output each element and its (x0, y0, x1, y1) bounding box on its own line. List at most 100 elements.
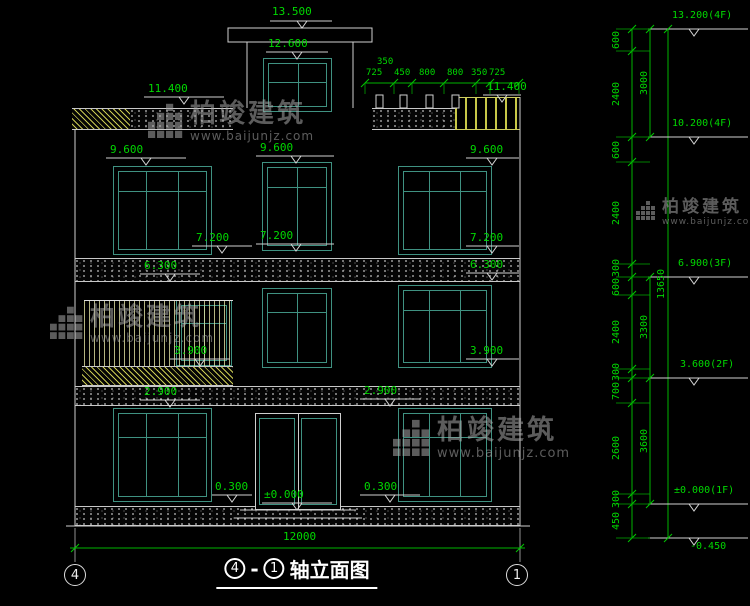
dim-label: 0.300 (364, 480, 398, 493)
dim-label: 13650 (656, 268, 667, 300)
watermark-url: www.baijunjz.com (90, 330, 215, 345)
dim-label: 600 (611, 277, 622, 297)
floor-slab-3f (75, 258, 520, 282)
marker-line (389, 78, 399, 88)
marker-line (439, 78, 449, 88)
baijun-logo-icon (50, 306, 83, 339)
marker-line (627, 46, 637, 56)
dim-label: 300 (611, 362, 622, 382)
watermark-url: www.baijunjz.com (437, 445, 571, 461)
marker-line (485, 78, 495, 88)
dim-label: 0.300 (215, 480, 249, 493)
dim-label: 9.600 (110, 143, 144, 156)
dim-label: 13.500 (272, 5, 312, 18)
marker-line (515, 543, 525, 553)
marker-line (627, 398, 637, 408)
level-triangle-icon (688, 28, 700, 37)
dim-label: 2400 (611, 319, 622, 345)
dim-label: 3300 (639, 314, 650, 340)
dim-label: ±0.000(1F) (674, 485, 735, 496)
marker-line (627, 259, 637, 269)
dim-label: 3600 (639, 428, 650, 454)
level-triangle-icon (688, 503, 700, 512)
plinth-band (75, 506, 520, 526)
dim-label: 6.900(3F) (678, 258, 733, 269)
entrance-door (255, 413, 341, 510)
dim-label: 725 (366, 68, 383, 78)
baijun-logo-icon (636, 201, 655, 220)
window-2f-right (398, 285, 492, 368)
balcony-slab-2f (82, 366, 233, 386)
dim-label: 11.400 (487, 80, 527, 93)
watermark-brand: 柏竣建筑 (662, 197, 742, 217)
window-3f-center (262, 162, 332, 251)
window-1f-left (113, 408, 212, 502)
dim-label: 800 (447, 68, 464, 78)
level-triangle-icon (296, 20, 308, 29)
watermark: 柏竣建筑 www.baijunjz.com (636, 198, 750, 227)
dim-label: 9.600 (470, 143, 504, 156)
marker-line (645, 373, 655, 383)
watermark: 柏竣建筑 www.baijunjz.com (50, 303, 214, 345)
level-triangle-icon (688, 276, 700, 285)
marker-line (627, 364, 637, 374)
level-triangle-icon (688, 537, 700, 546)
marker-line (627, 157, 637, 167)
axis-bubble-4: 4 (64, 564, 86, 586)
level-triangle-icon (226, 494, 238, 503)
dim-label: 10.200(4F) (672, 118, 733, 129)
roof-slab-right (372, 108, 455, 130)
marker-line (627, 290, 637, 300)
dim-label: 3.600(2F) (680, 359, 735, 370)
watermark-brand: 柏竣建筑 (437, 415, 557, 446)
dim-label: 600 (611, 140, 622, 160)
marker-line (627, 24, 637, 34)
dim-label: -0.450 (690, 541, 727, 552)
marker-line (360, 78, 370, 88)
marker-line (645, 499, 655, 509)
dim-label: 3000 (639, 70, 650, 96)
marker-line (627, 499, 637, 509)
window-2f-center (262, 288, 332, 368)
window-3f-right (398, 166, 492, 255)
watermark: 柏竣建筑 www.baijunjz.com (148, 100, 314, 143)
marker-line (645, 132, 655, 142)
marker-line (663, 533, 673, 543)
watermark-url: www.baijunjz.com (662, 216, 750, 227)
dim-label: 11.400 (148, 82, 188, 95)
title-separator: - (250, 556, 259, 581)
level-triangle-icon (384, 494, 396, 503)
marker-line (407, 78, 417, 88)
title-text: 轴立面图 (289, 558, 370, 582)
window-3f-left (113, 166, 212, 255)
dim-label: 2400 (611, 200, 622, 226)
watermark-brand: 柏竣建筑 (190, 99, 307, 129)
dim-label: 2400 (611, 81, 622, 107)
title-axis-to: 1 (263, 558, 285, 579)
dim-label: 300 (611, 258, 622, 278)
level-triangle-icon (688, 136, 700, 145)
dim-label: 725 (489, 68, 506, 78)
level-triangle-icon (216, 245, 228, 254)
marker-line (514, 78, 524, 88)
title-axis-from: 4 (224, 558, 246, 579)
dim-label: 350 (471, 68, 488, 78)
dim-label: 450 (394, 68, 411, 78)
dim-label: 12000 (283, 530, 317, 543)
marker-line (645, 272, 655, 282)
dim-label: 800 (419, 68, 436, 78)
level-triangle-icon (688, 377, 700, 386)
dim-label: 450 (611, 511, 622, 531)
floor-slab-2f (75, 386, 520, 406)
roof-hatch-left (72, 109, 130, 129)
dim-label: 9.600 (260, 141, 294, 154)
dim-label: 700 (611, 381, 622, 401)
watermark-url: www.baijunjz.com (190, 128, 315, 143)
roof-trellis (455, 97, 520, 130)
dim-label: 2600 (611, 435, 622, 461)
dim-label: 350 (377, 57, 394, 67)
marker-line (627, 489, 637, 499)
baijun-logo-icon (393, 419, 430, 456)
marker-line (663, 24, 673, 34)
